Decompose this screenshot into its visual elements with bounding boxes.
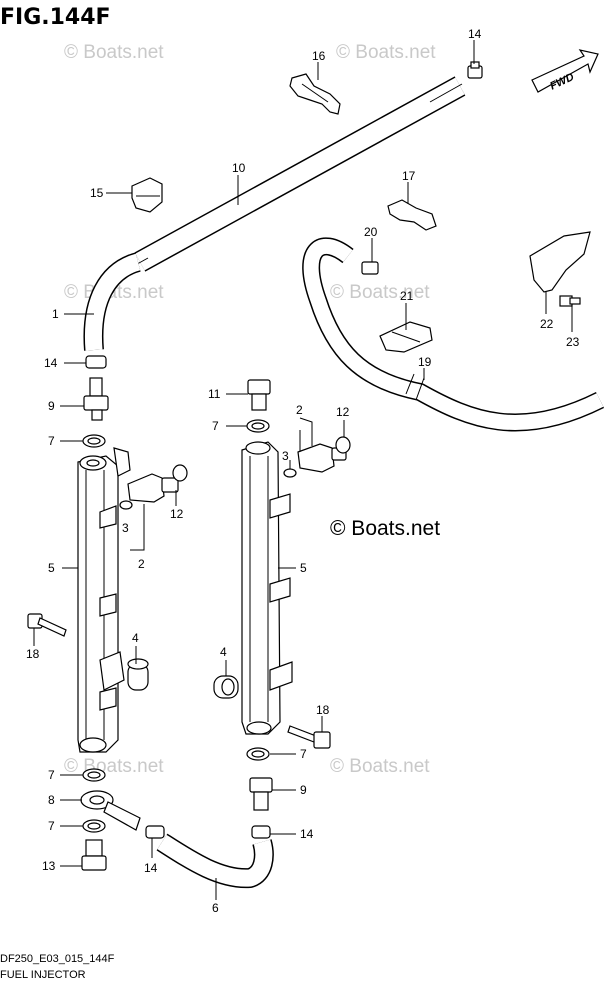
forward-direction-arrow: FWD [531,49,599,93]
diagram-name: FUEL INJECTOR [0,969,86,981]
diagram-code: DF250_E03_015_144F [0,953,115,965]
callout-23: 23 [566,335,580,349]
watermark: © Boats.net [336,42,436,63]
callout-3: 3 [282,449,289,463]
callout-21: 21 [400,289,414,303]
part-21-clip [379,321,433,353]
part-3-oring-left [119,500,133,510]
callout-2: 2 [296,403,303,417]
callout-20: 20 [364,225,378,239]
callout-12: 12 [170,507,184,521]
part-16-clip [289,73,341,115]
callout-10: 10 [232,161,246,175]
part-12-seal-right [335,436,351,454]
part-7-oring [82,434,106,448]
callout-7: 7 [48,434,55,448]
part-5-fuel-rail-right [241,441,293,735]
part-6-hose [156,833,274,889]
callout-9: 9 [48,399,55,413]
part-20-clamp [361,261,379,275]
part-7-oring [246,747,270,761]
part-15-clip [131,177,163,213]
part-12-seal-left [172,464,188,482]
callout-8: 8 [48,793,55,807]
callout-13: 13 [42,859,56,873]
callout-7: 7 [48,819,55,833]
callout-14: 14 [44,356,58,370]
part-2-injector-left [127,473,179,503]
watermark: © Boats.net [330,282,430,303]
part-8-banjo-fitting [80,790,141,831]
callout-6: 6 [212,901,219,915]
callout-3: 3 [122,521,129,535]
callout-15: 15 [90,186,104,200]
callout-16: 16 [312,49,326,63]
leader-lines [33,40,573,900]
figure-title: FIG.144F [0,5,111,30]
part-13-union-bolt [81,839,107,871]
callout-17: 17 [402,169,416,183]
part-18-bolt-left [27,613,67,637]
callout-7: 7 [300,747,307,761]
callout-1: 1 [52,307,59,321]
part-1-hose [83,252,142,351]
callout-11: 11 [208,387,221,401]
callout-14: 14 [300,827,314,841]
watermark: © Boats.net [64,42,164,63]
callouts: 14 16 10 15 17 20 21 22 23 19 1 14 9 7 3… [26,27,580,915]
watermarks: © Boats.net © Boats.net © Boats.net © Bo… [64,42,440,777]
part-14-clamp-bottom-left [145,825,165,839]
part-14-clamp-top [467,61,483,79]
callout-19: 19 [418,355,432,369]
watermark: © Boats.net [64,282,164,303]
part-17-clip [387,199,437,231]
callout-14: 14 [144,861,158,875]
part-7-oring [82,819,106,833]
part-14-clamp-bottom-right [251,825,271,839]
part-3-oring-right [283,468,297,478]
callout-12: 12 [336,405,350,419]
part-22-bracket [529,231,591,293]
part-7-oring [82,768,106,782]
callout-5: 5 [300,561,307,575]
part-10-fuel-hose [129,76,466,272]
callout-22: 22 [540,317,554,331]
callout-4: 4 [220,645,227,659]
watermark: © Boats.net [330,756,430,777]
part-4-grommet-right [213,675,239,699]
watermark: © Boats.net [64,756,164,777]
part-11-plug [247,379,271,411]
part-9-fitting-right [249,777,273,811]
callout-7: 7 [212,419,219,433]
callout-5: 5 [48,561,55,575]
callout-14: 14 [468,27,482,41]
callout-7: 7 [48,768,55,782]
callout-9: 9 [300,783,307,797]
watermark-large: © Boats.net [330,517,440,540]
callout-2: 2 [138,557,145,571]
part-5-fuel-rail-left [77,447,131,753]
part-23-bolt [559,295,581,307]
callout-4: 4 [132,631,139,645]
part-14-clamp-left [85,355,107,369]
part-19-hose [302,237,605,432]
part-4-grommet-left [127,658,149,691]
callout-18: 18 [26,647,40,661]
part-9-fitting-left [83,377,109,421]
part-7-oring [246,419,270,433]
part-18-bolt-right [287,725,331,749]
callout-18: 18 [316,703,330,717]
